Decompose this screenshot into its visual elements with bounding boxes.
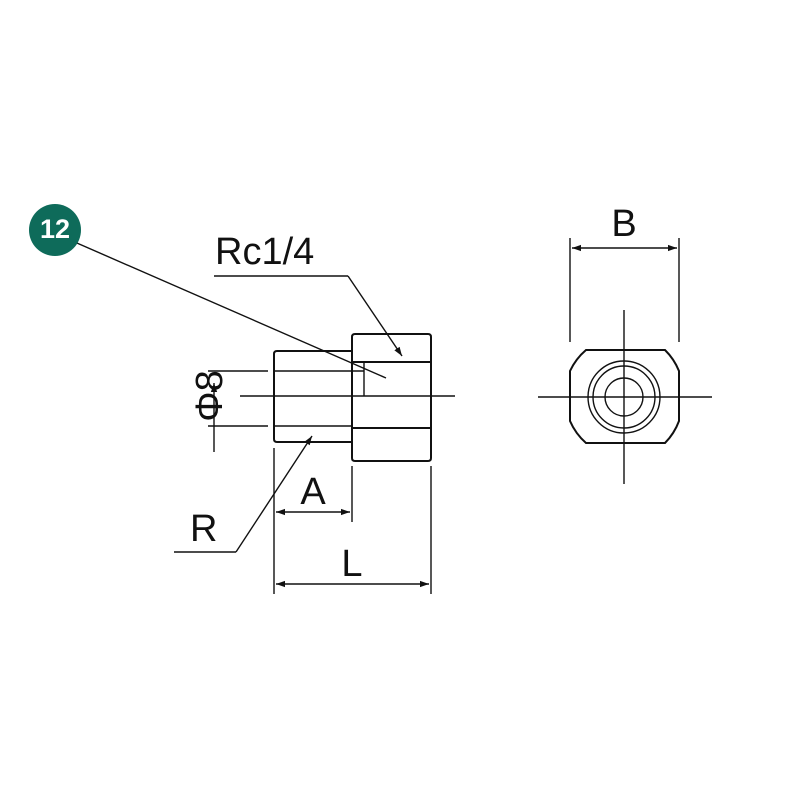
part-number-text: 12 <box>40 214 70 244</box>
thread-leader <box>347 275 403 357</box>
diameter-label: Φ8 <box>189 370 231 421</box>
end-view <box>538 310 712 484</box>
a-label: A <box>300 471 326 513</box>
side-view-body-right <box>351 333 432 462</box>
b-dimension: B <box>569 203 680 342</box>
thread-callout: Rc1/4 <box>214 231 403 357</box>
part-leader <box>69 239 387 379</box>
a-dimension: A <box>276 466 353 522</box>
thread-label: Rc1/4 <box>215 231 314 273</box>
end-view-outline <box>569 349 680 444</box>
l-label: L <box>341 543 362 585</box>
b-label: B <box>611 203 636 245</box>
r-callout: R <box>174 435 313 553</box>
part-number-circle <box>29 204 81 256</box>
part-number-badge: 12 <box>29 204 387 379</box>
r-label: R <box>190 508 217 550</box>
side-view <box>240 333 455 462</box>
diameter-dimension: Φ8 <box>189 370 268 452</box>
l-dimension: L <box>273 448 432 594</box>
